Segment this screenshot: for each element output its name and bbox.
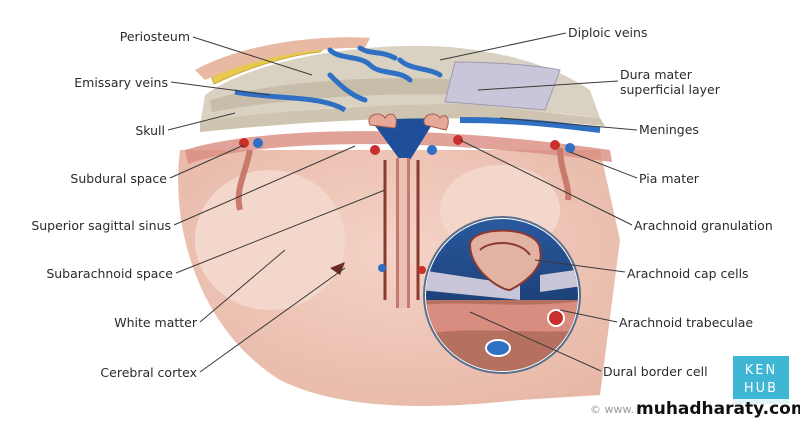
label-dura-mater-superficial-layer: Dura mater superficial layer [620,67,720,97]
sulcus [330,262,345,275]
label-dural-border-cell: Dural border cell [603,364,708,379]
sulcus [235,149,253,211]
label-arachnoid-granulation: Arachnoid granulation [634,218,773,233]
arachnoid-granulations [368,113,449,131]
label-skull: Skull [135,123,165,138]
label-pia-mater: Pia mater [639,171,699,186]
emissary-vein [234,89,347,113]
label-periosteum: Periosteum [119,29,190,44]
label-diploic-veins: Diploic veins [568,25,648,40]
label-arachnoid-cap-cells: Arachnoid cap cells [627,266,749,281]
vessels [239,135,575,274]
kenhub-logo[interactable]: KEN HUB [733,356,789,404]
label-superior-sagittal-sinus: Superior sagittal sinus [31,218,171,233]
logo-line-1: KEN [744,363,778,378]
label-meninges: Meninges [639,122,699,137]
white-matter-region [195,170,345,310]
copyright-text: © www.ke [590,403,647,416]
leader-lines [167,32,638,373]
label-emissary-veins: Emissary veins [74,75,168,90]
meninges-band [459,117,601,133]
label-cerebral-cortex: Cerebral cortex [100,365,197,380]
watermark-text: muhadharaty.com [633,399,800,419]
label-arachnoid-trabeculae: Arachnoid trabeculae [619,315,754,330]
label-subarachnoid-space: Subarachnoid space [46,266,173,281]
sulcus [557,147,572,201]
scalp [195,37,370,80]
label-subdural-space: Subdural space [70,171,167,186]
label-white-matter: White matter [114,315,197,330]
arachnoid-granulation-magnified [423,216,581,374]
dura-mater-superficial [444,61,561,111]
diploic-veins [327,45,443,103]
subarachnoid-layer [185,131,612,164]
logo-line-2: HUB [743,381,779,396]
